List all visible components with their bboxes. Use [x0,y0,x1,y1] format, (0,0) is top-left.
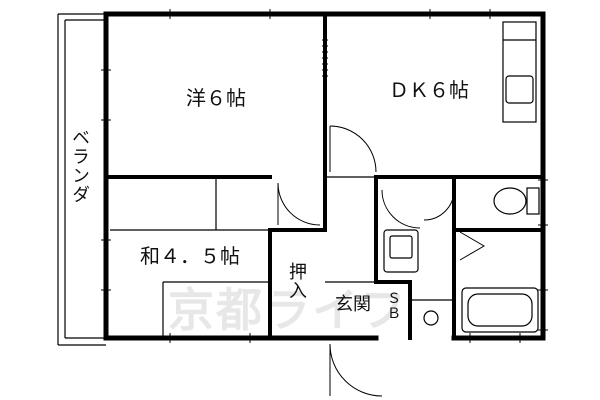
washbasin [383,229,419,273]
veranda-label: ベランダ [69,128,90,204]
western-room-label: 洋６帖 [186,86,246,110]
veranda-outline [57,13,106,346]
window-marks [101,9,548,343]
toilet [493,187,540,215]
door-swings [277,125,485,397]
shoe-box-label: ＳＢ [385,291,401,321]
sliding-door [322,39,328,77]
interior-walls [104,12,545,340]
japanese-room-label: 和４．５帖 [140,244,240,268]
partition-lines [110,176,454,338]
kitchen-counter [502,21,537,123]
closet-label: 押入 [286,262,307,300]
dining-kitchen-label: ＤＫ６帖 [389,78,469,102]
floor-drain-icon [423,310,439,326]
bathtub [461,287,539,333]
entrance-label: 玄関 [335,294,371,315]
